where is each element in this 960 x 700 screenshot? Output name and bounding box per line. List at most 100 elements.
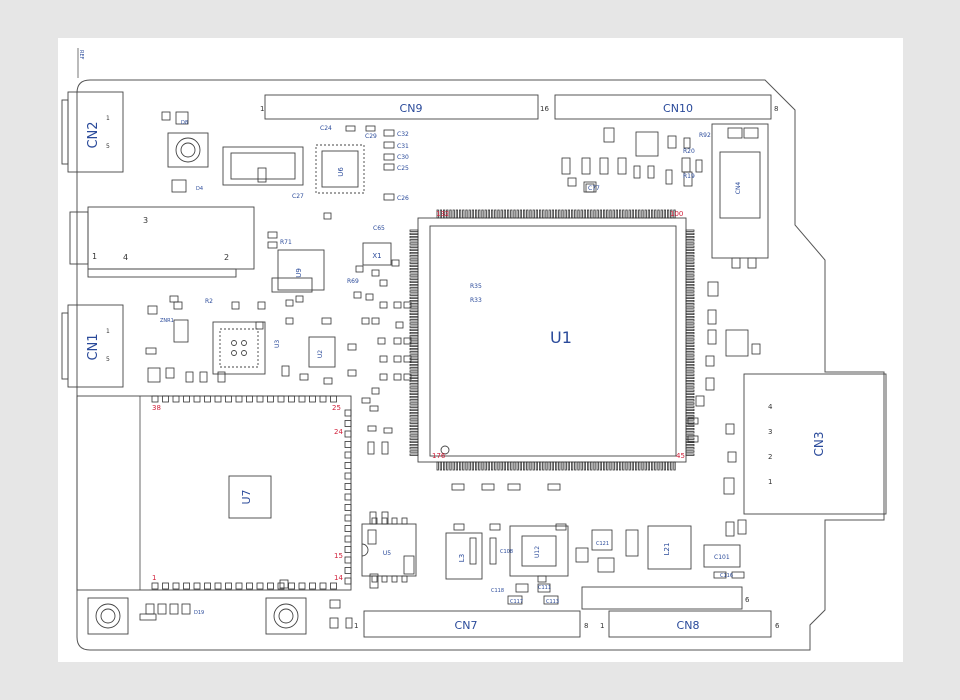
power-jack: 3 1 4 2 xyxy=(69,206,255,278)
inductor-l21: L21 xyxy=(647,525,692,570)
svg-text:1: 1 xyxy=(600,622,604,630)
svg-text:3: 3 xyxy=(143,216,148,225)
connector-cn10: CN10 8 xyxy=(554,94,778,120)
svg-text:R33: R33 xyxy=(470,297,482,304)
svg-text:8: 8 xyxy=(774,105,778,113)
connector-cn1: CN1 1 5 xyxy=(61,304,124,388)
board-outline xyxy=(76,79,885,651)
svg-text:R69: R69 xyxy=(347,278,359,285)
cn2-label: CN2 xyxy=(86,121,101,148)
chip-u5: U5 xyxy=(361,517,417,583)
cn7-label: CN7 xyxy=(455,619,478,632)
cn1-label: CN1 xyxy=(86,333,101,360)
svg-text:C27: C27 xyxy=(292,193,304,200)
capacitor-column: C32 C31 C30 C25 C26 C24 C29 C27 xyxy=(292,125,409,202)
svg-text:3: 3 xyxy=(768,428,772,436)
svg-text:R92: R92 xyxy=(699,132,711,139)
crystal-x1: X1 C65 xyxy=(362,225,392,266)
svg-text:C117: C117 xyxy=(510,599,523,605)
svg-text:U9: U9 xyxy=(295,268,303,278)
svg-text:D8: D8 xyxy=(181,120,188,126)
svg-text:L3: L3 xyxy=(458,554,466,562)
svg-text:5: 5 xyxy=(106,356,110,363)
svg-text:C30: C30 xyxy=(397,154,409,161)
connector-cn9: CN9 1 16 xyxy=(260,94,549,120)
svg-text:4: 4 xyxy=(123,253,128,262)
passive-components xyxy=(139,111,761,629)
connector-cn2: CN2 1 5 xyxy=(61,91,124,173)
svg-text:100: 100 xyxy=(670,210,683,218)
u1-label: U1 xyxy=(550,328,572,347)
svg-text:C101: C101 xyxy=(714,554,730,561)
svg-text:1: 1 xyxy=(106,328,110,335)
svg-text:8: 8 xyxy=(584,622,588,630)
cn10-label: CN10 xyxy=(663,102,693,115)
svg-text:C108: C108 xyxy=(500,549,513,555)
svg-text:C31: C31 xyxy=(397,143,409,150)
svg-text:C118: C118 xyxy=(491,588,504,594)
chip-u3: U3 xyxy=(212,321,281,375)
connector-cn3: CN3 4 3 2 1 xyxy=(743,373,887,515)
svg-text:4: 4 xyxy=(768,403,773,411)
svg-text:C24: C24 xyxy=(320,125,332,132)
inductor-l3: L3 xyxy=(445,532,483,580)
header-connector xyxy=(222,146,304,186)
svg-text:132: 132 xyxy=(436,210,449,218)
svg-text:U2: U2 xyxy=(317,350,324,358)
svg-text:R2: R2 xyxy=(205,298,213,305)
svg-text:2: 2 xyxy=(768,453,772,461)
svg-text:1: 1 xyxy=(260,105,264,113)
svg-text:14: 14 xyxy=(334,574,343,582)
svg-text:D19: D19 xyxy=(194,610,204,616)
svg-text:REF: REF xyxy=(78,50,84,60)
chip-u1: U1 132 100 176 45 R35 R33 xyxy=(409,209,695,471)
svg-text:C29: C29 xyxy=(365,133,377,140)
svg-text:CN4: CN4 xyxy=(735,182,742,195)
connector-cn4: CN4 xyxy=(711,123,769,269)
svg-text:6: 6 xyxy=(775,622,780,630)
u7-label: U7 xyxy=(240,489,253,504)
drawing-sheet xyxy=(58,38,903,662)
svg-text:5: 5 xyxy=(106,143,110,150)
svg-text:C111: C111 xyxy=(538,585,551,591)
svg-text:C113: C113 xyxy=(546,599,559,605)
cn9-label: CN9 xyxy=(400,102,423,115)
chip-u9: U9 xyxy=(277,249,325,291)
svg-text:C116: C116 xyxy=(720,573,733,579)
module-u7: U7 38 25 24 15 14 1 xyxy=(76,395,352,591)
button-bottom-mid xyxy=(265,597,307,635)
svg-text:C121: C121 xyxy=(596,541,609,547)
svg-text:16: 16 xyxy=(540,105,549,113)
svg-text:1: 1 xyxy=(354,622,358,630)
svg-text:176: 176 xyxy=(432,452,446,460)
svg-text:C32: C32 xyxy=(397,131,409,138)
connector-cn8: CN8 1 6 6 xyxy=(581,586,780,638)
svg-text:X1: X1 xyxy=(372,252,381,260)
svg-text:1: 1 xyxy=(106,115,110,122)
svg-text:R20: R20 xyxy=(683,148,695,155)
svg-text:1: 1 xyxy=(92,252,97,261)
cn8-label: CN8 xyxy=(677,619,700,632)
svg-text:R35: R35 xyxy=(470,283,482,290)
svg-text:2: 2 xyxy=(224,253,229,262)
button-top xyxy=(167,132,209,168)
svg-text:R71: R71 xyxy=(280,239,292,246)
svg-text:C26: C26 xyxy=(397,195,409,202)
svg-text:6: 6 xyxy=(745,596,750,604)
svg-text:R19: R19 xyxy=(683,173,695,180)
svg-text:U5: U5 xyxy=(383,550,391,557)
svg-text:38: 38 xyxy=(152,404,161,412)
svg-text:1: 1 xyxy=(152,574,156,582)
svg-text:24: 24 xyxy=(334,428,343,436)
svg-text:U6: U6 xyxy=(337,167,345,177)
svg-text:ZNR1: ZNR1 xyxy=(160,318,174,324)
chip-u2: U2 xyxy=(308,336,336,368)
button-bottom-left xyxy=(87,597,129,635)
svg-text:C77: C77 xyxy=(588,185,600,192)
cn3-label: CN3 xyxy=(812,432,826,457)
chip-u6: U6 xyxy=(315,144,365,194)
svg-text:45: 45 xyxy=(676,452,685,460)
svg-text:1: 1 xyxy=(768,478,772,486)
svg-text:D4: D4 xyxy=(196,186,203,192)
